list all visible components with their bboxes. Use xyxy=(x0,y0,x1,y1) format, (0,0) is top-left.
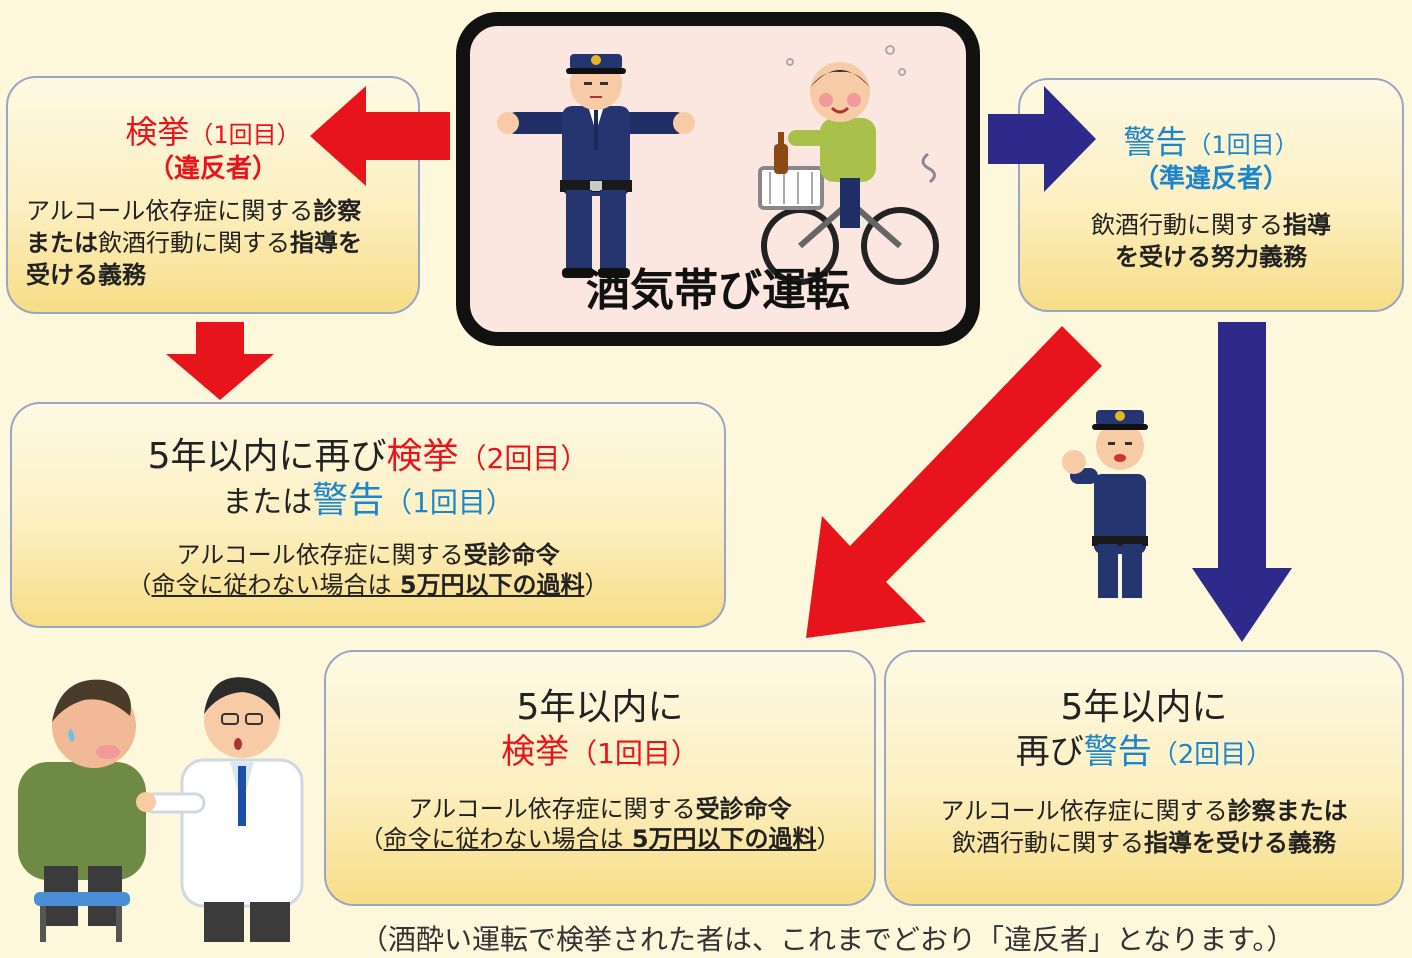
body-text: （ xyxy=(359,825,384,853)
warning-count: （2回目） xyxy=(1151,740,1273,770)
body-emphasis: または xyxy=(26,229,98,257)
body-emphasis: 指導を xyxy=(290,229,362,257)
body-text: 飲酒行動に関する xyxy=(1091,211,1283,239)
arrest-count: （1回目） xyxy=(569,737,699,770)
body-text: ） xyxy=(816,825,841,853)
red-arrow-diagonal xyxy=(806,326,1102,638)
arrest-label: 検挙 xyxy=(125,113,190,151)
body-emphasis: 指導 xyxy=(1283,211,1331,239)
arrest-label: 検挙 xyxy=(501,732,570,772)
fine-text: 5万円以下の過料 xyxy=(623,825,817,853)
body-text: 飲酒行動に関する xyxy=(952,829,1144,857)
box-warning-again-within-5-years: 5年以内に 再び警告（2回目） アルコール依存症に関する診察または 飲酒行動に関… xyxy=(884,650,1404,906)
body-emphasis: を受ける努力義務 xyxy=(1115,243,1307,271)
warning-label: 警告 xyxy=(312,480,385,521)
box-rearrest-or-warning: 5年以内に再び検挙（2回目） または警告（1回目） アルコール依存症に関する受診… xyxy=(10,402,726,628)
body-emphasis: 受診命令 xyxy=(695,795,792,823)
body-emphasis: 指導を受ける義務 xyxy=(1144,829,1336,857)
arrest-count: （1回目） xyxy=(189,121,301,149)
body-underlined: 命令に従わない場合は xyxy=(151,571,392,599)
drunk-driving-title: 酒気帯び運転 xyxy=(586,265,850,316)
doctor-patient-illustration xyxy=(18,677,304,942)
body-text: アルコール依存症に関する xyxy=(176,541,464,569)
body-text: （ xyxy=(127,571,152,599)
body-emphasis: 受診命令 xyxy=(463,541,560,569)
police-officer-illustration xyxy=(497,54,695,278)
red-arrow-down xyxy=(166,322,274,400)
body-emphasis: 診察または xyxy=(1227,797,1348,825)
warning-label: 警告 xyxy=(1123,123,1188,161)
blue-arrow-right xyxy=(988,86,1096,192)
body-emphasis: 受ける義務 xyxy=(26,261,146,289)
line-text: または xyxy=(222,485,313,520)
blue-arrow-down xyxy=(1192,322,1292,642)
body-text: アルコール依存症に関する xyxy=(26,197,314,225)
warning-count: （1回目） xyxy=(1187,131,1299,159)
body-text: ） xyxy=(584,571,609,599)
arrest-label: 検挙 xyxy=(386,436,459,477)
body-text: アルコール依存症に関する xyxy=(408,795,696,823)
line-text: 5年以内に再び xyxy=(147,436,387,477)
box-arrest-within-5-years: 5年以内に 検挙（1回目） アルコール依存症に関する受診命令 （命令に従わない場… xyxy=(324,650,876,906)
arrest-count: （2回目） xyxy=(458,442,589,475)
footnote: （酒酔い運転で検挙された者は、これまでどおり「違反者」となります。） xyxy=(360,923,1295,956)
quasi-violator-label: （準違反者） xyxy=(1132,164,1289,194)
body-emphasis: 診察 xyxy=(313,197,362,225)
body-text: アルコール依存症に関する xyxy=(940,797,1228,825)
fine-text: 5万円以下の過料 xyxy=(391,571,585,599)
body-text: 飲酒行動に関する xyxy=(98,229,290,257)
drunk-cyclist-illustration xyxy=(758,45,939,285)
line-text: 5年以内に xyxy=(516,687,684,728)
police-stop-illustration xyxy=(1062,410,1148,598)
box-warning-first: 警告（1回目） （準違反者） 飲酒行動に関する指導 を受ける努力義務 xyxy=(1018,78,1404,312)
warning-count: （1回目） xyxy=(384,486,514,519)
warning-label: 警告 xyxy=(1083,732,1152,772)
line-text: 5年以内に xyxy=(1060,687,1228,728)
violator-label: （違反者） xyxy=(147,154,278,184)
body-underlined: 命令に従わない場合は xyxy=(383,825,624,853)
red-arrow-left xyxy=(310,86,450,186)
line-text: 再び xyxy=(1015,732,1084,772)
drunk-driving-box: 酒気帯び運転 xyxy=(456,12,980,346)
